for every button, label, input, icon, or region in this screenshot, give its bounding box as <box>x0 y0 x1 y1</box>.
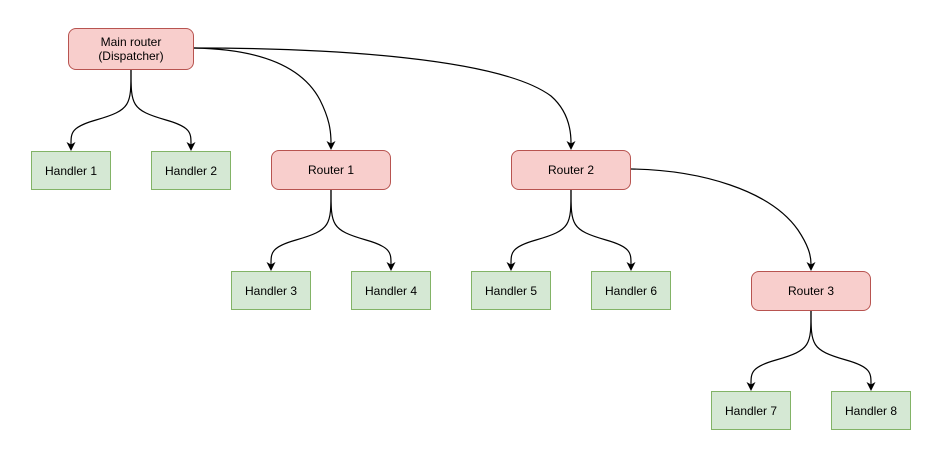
arrowhead-icon <box>386 262 396 271</box>
node-handler1[interactable]: Handler 1 <box>31 151 111 190</box>
node-handler5[interactable]: Handler 5 <box>471 271 551 310</box>
node-label: Handler 8 <box>844 403 898 418</box>
edge-main-to-handler1 <box>66 69 132 151</box>
node-handler4[interactable]: Handler 4 <box>351 271 431 310</box>
arrowhead-icon <box>806 262 816 271</box>
edge-main-to-handler2 <box>130 69 196 151</box>
arrowhead-icon <box>266 262 276 271</box>
arrowhead-icon <box>326 141 336 150</box>
arrowhead-icon <box>186 142 196 151</box>
arrowhead-icon <box>866 382 876 391</box>
node-label: Handler 2 <box>164 163 218 178</box>
edge-router1-to-handler3 <box>266 189 332 271</box>
node-label: Handler 3 <box>244 283 298 298</box>
edge-main-to-router2 <box>193 47 576 150</box>
node-label: Handler 1 <box>44 163 98 178</box>
edge-router2-to-router3 <box>630 168 816 271</box>
arrowhead-icon <box>746 382 756 391</box>
node-handler2[interactable]: Handler 2 <box>151 151 231 190</box>
node-label: Router 2 <box>547 163 595 177</box>
node-handler3[interactable]: Handler 3 <box>231 271 311 310</box>
edge-router3-to-handler8 <box>810 310 876 391</box>
node-handler6[interactable]: Handler 6 <box>591 271 671 310</box>
node-router2[interactable]: Router 2 <box>511 150 631 190</box>
node-router3[interactable]: Router 3 <box>751 271 871 311</box>
node-label: Handler 7 <box>724 403 778 418</box>
node-label: Router 1 <box>307 163 355 177</box>
node-label: Main router (Dispatcher) <box>98 35 164 63</box>
edge-router2-to-handler5 <box>506 189 572 271</box>
node-label: Router 3 <box>787 284 835 298</box>
node-label: Handler 4 <box>364 283 418 298</box>
node-label: Handler 6 <box>604 283 658 298</box>
node-router1[interactable]: Router 1 <box>271 150 391 190</box>
node-handler8[interactable]: Handler 8 <box>831 391 911 430</box>
arrowhead-icon <box>506 262 516 271</box>
edge-router2-to-handler6 <box>570 189 636 271</box>
edge-main-to-router1 <box>193 47 336 150</box>
node-label: Handler 5 <box>484 283 538 298</box>
arrowhead-icon <box>566 141 576 150</box>
edge-router3-to-handler7 <box>746 310 812 391</box>
node-handler7[interactable]: Handler 7 <box>711 391 791 430</box>
node-main[interactable]: Main router (Dispatcher) <box>68 28 194 70</box>
arrowhead-icon <box>66 142 76 151</box>
edge-router1-to-handler4 <box>330 189 396 271</box>
arrowhead-icon <box>626 262 636 271</box>
